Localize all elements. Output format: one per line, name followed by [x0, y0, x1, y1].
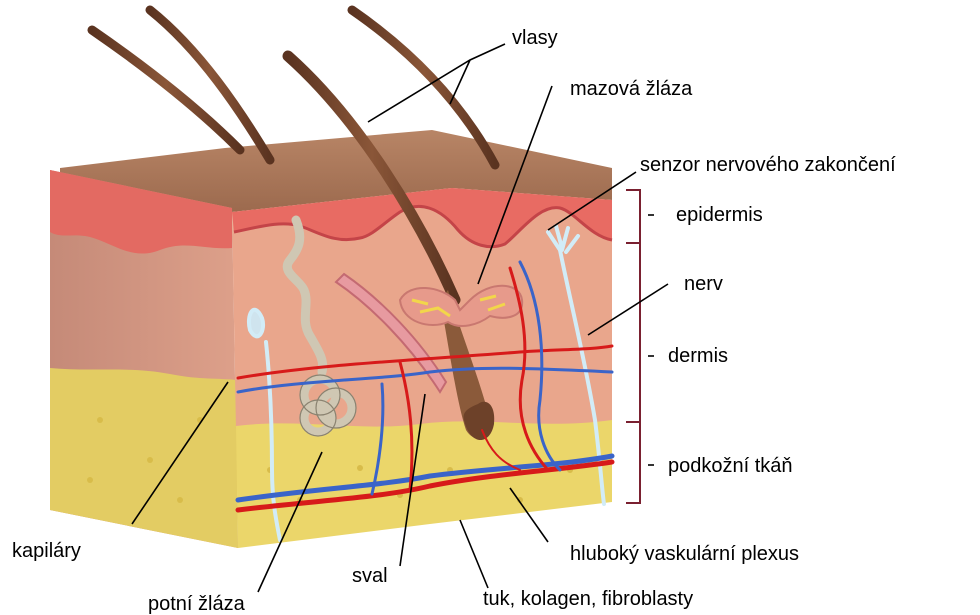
label-sebaceous-gland: mazová žláza [570, 78, 693, 100]
label-capillaries: kapiláry [12, 540, 81, 562]
label-nerve: nerv [684, 273, 723, 295]
label-deep-vascular-plexus: hluboký vaskulární plexus [570, 543, 799, 565]
label-fat-collagen-fibroblasts: tuk, kolagen, fibroblasty [483, 588, 693, 610]
skin-block [50, 130, 612, 548]
left-subcutaneous [50, 368, 238, 548]
label-subcutaneous-tissue: podkožní tkáň [668, 455, 793, 477]
label-epidermis: epidermis [676, 204, 763, 226]
label-nerve-ending-sensor: senzor nervového zakončení [640, 154, 896, 176]
label-dermis: dermis [668, 345, 728, 367]
hair-1 [92, 30, 240, 150]
leader-fat [460, 520, 488, 588]
label-sweat-gland: potní žláza [148, 593, 246, 615]
label-muscle: sval [352, 565, 388, 587]
layer-bracket [626, 190, 640, 503]
front-subcutaneous [236, 420, 612, 548]
label-hair: vlasy [512, 27, 558, 49]
